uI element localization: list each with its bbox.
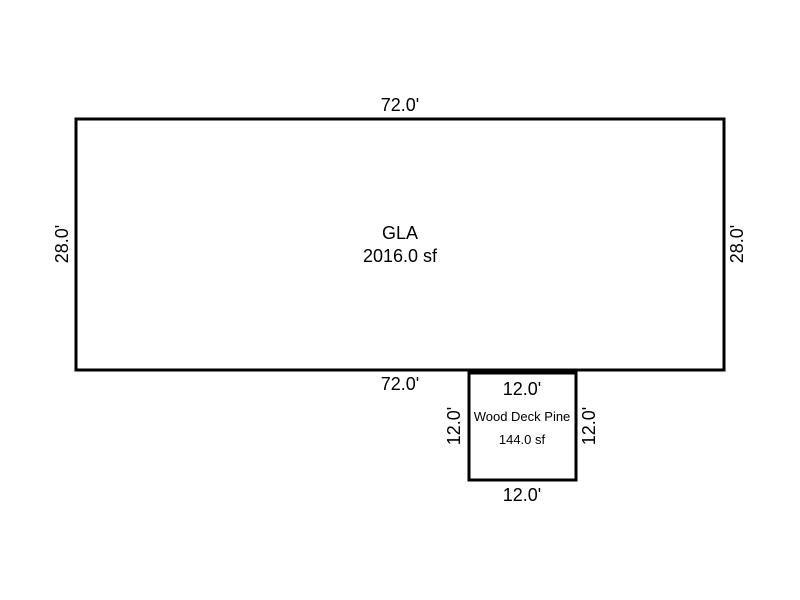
gla-right-dimension: 28.0' <box>727 225 747 263</box>
gla-outline <box>74 117 726 372</box>
gla-bottom-dimension: 72.0' <box>381 374 419 394</box>
deck-left-dimension: 12.0' <box>444 407 464 445</box>
gla-top-dimension: 72.0' <box>381 95 419 115</box>
deck-label: Wood Deck Pine <box>474 409 571 424</box>
gla-left-dimension: 28.0' <box>52 225 72 263</box>
gla-label: GLA <box>382 223 418 243</box>
deck-top-dimension: 12.0' <box>503 379 541 399</box>
deck-area: 144.0 sf <box>499 432 546 447</box>
gla-area: 2016.0 sf <box>363 246 438 266</box>
deck-right-dimension: 12.0' <box>579 407 599 445</box>
deck-outline <box>467 371 578 482</box>
deck-bottom-dimension: 12.0' <box>503 485 541 505</box>
